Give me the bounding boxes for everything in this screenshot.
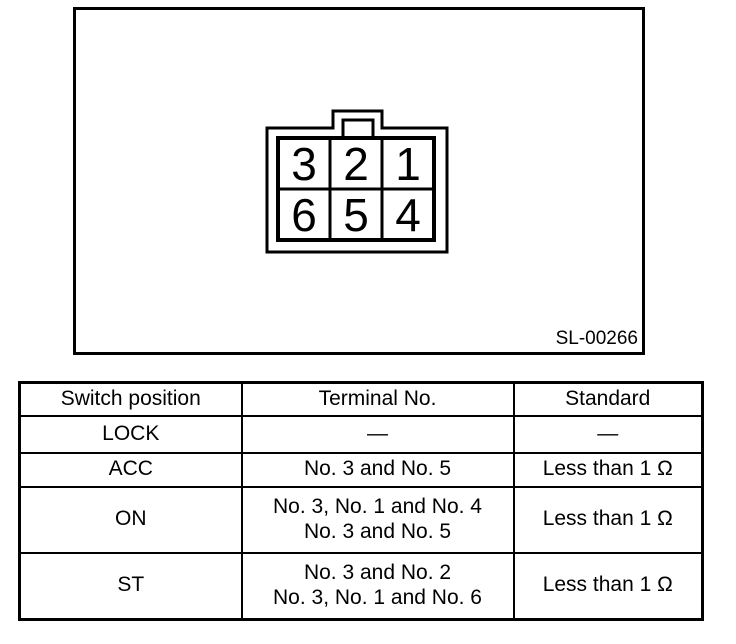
terminal-number-4: 4	[395, 189, 421, 241]
table-header-row: Switch position Terminal No. Standard	[18, 381, 704, 417]
table-row-acc: ACC No. 3 and No. 5 Less than 1 Ω	[18, 451, 704, 488]
column-header-standard: Standard	[512, 381, 704, 417]
cell-standard-acc: Less than 1 Ω	[512, 451, 704, 488]
connector-latch	[341, 118, 375, 140]
connector-outline	[265, 109, 449, 254]
cell-terminals-lock: —	[240, 414, 515, 454]
terminal-number-6: 6	[291, 189, 317, 241]
cell-standard-st: Less than 1 Ω	[512, 551, 704, 621]
cell-terminals-on: No. 3, No. 1 and No. 4 No. 3 and No. 5	[240, 485, 515, 554]
cell-terminals-acc: No. 3 and No. 5	[240, 451, 515, 488]
cell-standard-on: Less than 1 Ω	[512, 485, 704, 554]
terminal-number-1: 1	[395, 138, 421, 190]
connector-diagram: 3 2 1 6 5 4	[265, 109, 449, 254]
cell-position-acc: ACC	[18, 451, 243, 488]
table-row-lock: LOCK — —	[18, 414, 704, 454]
terminal-number-5: 5	[343, 189, 369, 241]
figure-code-label: SL-00266	[555, 328, 638, 350]
terminal-number-2: 2	[343, 138, 369, 190]
cell-standard-lock: —	[512, 414, 704, 454]
terminal-number-3: 3	[291, 138, 317, 190]
table-row-st: ST No. 3 and No. 2 No. 3, No. 1 and No. …	[18, 551, 704, 621]
column-header-switch-position: Switch position	[18, 381, 243, 417]
cell-position-lock: LOCK	[18, 414, 243, 454]
cell-position-st: ST	[18, 551, 243, 621]
cell-position-on: ON	[18, 485, 243, 554]
column-header-terminal-no: Terminal No.	[240, 381, 515, 417]
table-row-on: ON No. 3, No. 1 and No. 4 No. 3 and No. …	[18, 485, 704, 554]
cell-terminals-st: No. 3 and No. 2 No. 3, No. 1 and No. 6	[240, 551, 515, 621]
figure-frame: 3 2 1 6 5 4 SL-00266	[73, 7, 645, 355]
continuity-table: Switch position Terminal No. Standard LO…	[18, 381, 704, 621]
